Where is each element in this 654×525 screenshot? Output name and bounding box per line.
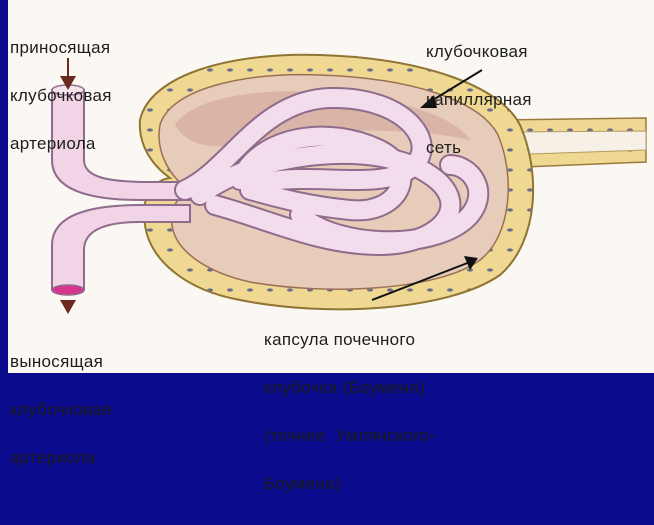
efferent-opening — [52, 285, 84, 295]
efferent-arteriole-label: выносящая клубочковая артериола — [10, 322, 112, 498]
efferent-arrowhead — [60, 300, 76, 314]
afferent-arteriole-label: приносящая клубочковая артериола — [10, 8, 112, 184]
diagram-stage: приносящая клубочковая артериола клубочк… — [0, 0, 654, 373]
bowman-capsule-label: капсула почечного клубочка (Боумена) (то… — [264, 300, 436, 524]
capillary-network-label: клубочковая капиллярная сеть — [426, 12, 532, 188]
